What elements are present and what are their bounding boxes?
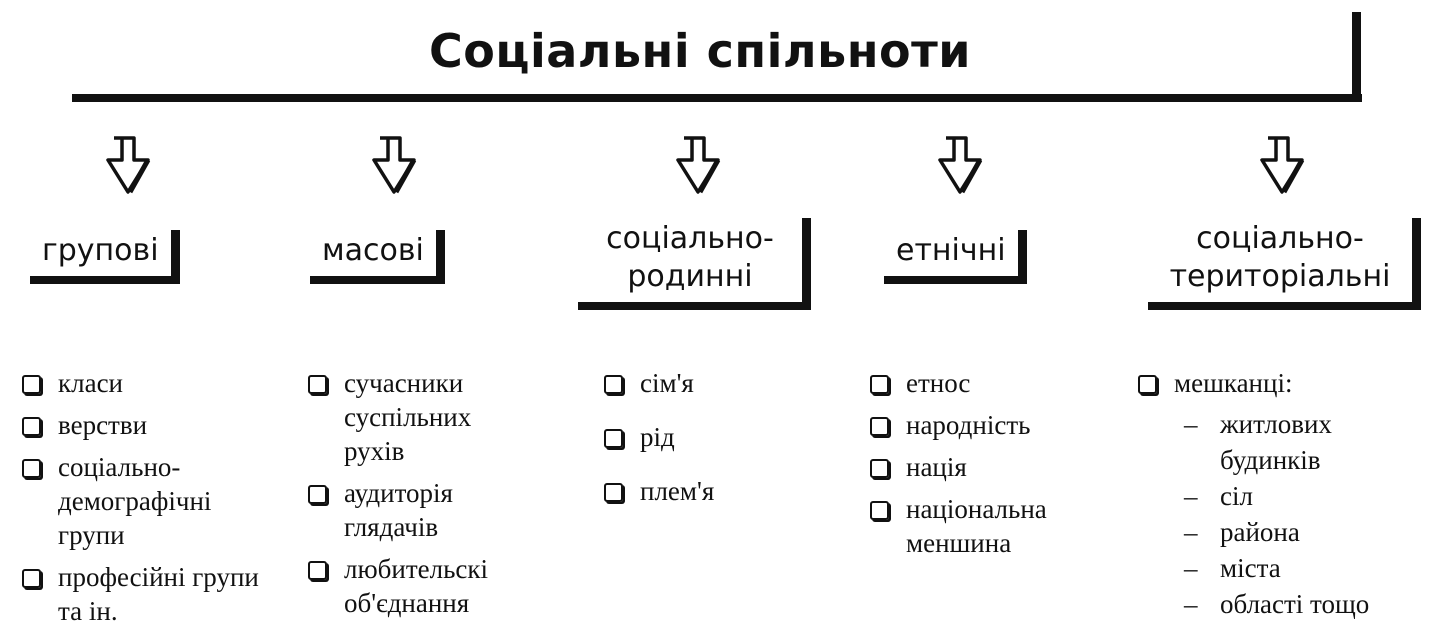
category-social-family: соціально-родинні — [578, 218, 811, 310]
checkbox-icon — [1138, 375, 1157, 394]
down-arrow-icon — [106, 136, 151, 194]
sublist-item: –області тощо — [1184, 589, 1370, 619]
list-item: мешканці: — [1134, 366, 1424, 400]
category-ethnic: етнічні — [884, 230, 1027, 284]
list-item: аудиторія глядачів — [304, 476, 534, 544]
sublist-residents: –житлових будинків –сіл –района –міста –… — [1180, 406, 1440, 622]
title-underline — [72, 94, 1362, 102]
checkbox-icon — [870, 501, 889, 520]
list-item: професійні групи та ін. — [18, 560, 268, 628]
checkbox-icon — [870, 459, 889, 478]
list-item: етнос — [866, 366, 1116, 400]
checkbox-icon — [604, 429, 623, 448]
category-social-territorial: соціально-територіальні — [1148, 218, 1421, 310]
list-mass: сучасники суспільних рухів аудиторія гля… — [304, 366, 554, 628]
checkbox-icon — [22, 459, 41, 478]
checkbox-icon — [308, 485, 327, 504]
category-mass: масові — [310, 230, 445, 284]
title-right-bar — [1352, 12, 1361, 100]
down-arrow-icon — [1260, 136, 1305, 194]
checkbox-icon — [22, 417, 41, 436]
list-ethnic: етнос народність нація національна менши… — [866, 366, 1116, 568]
checkbox-icon — [308, 561, 327, 580]
list-item: народність — [866, 408, 1116, 442]
checkbox-icon — [22, 375, 41, 394]
list-item: соціально-демографічні групи — [18, 450, 268, 552]
checkbox-icon — [604, 483, 623, 502]
sublist-item: –житлових будинків — [1184, 409, 1332, 475]
list-social-family: сім'я рід плем'я — [600, 366, 820, 516]
down-arrow-icon — [938, 136, 983, 194]
list-item: сім'я — [600, 366, 820, 400]
checkbox-icon — [870, 417, 889, 436]
checkbox-icon — [308, 375, 327, 394]
list-item: класи — [18, 366, 288, 400]
list-group: класи верстви соціально-демографічні гру… — [18, 366, 288, 636]
down-arrow-icon — [676, 136, 721, 194]
category-label: соціально-територіальні — [1169, 221, 1391, 294]
list-item: сучасники суспільних рухів — [304, 366, 534, 468]
list-social-territorial: мешканці: — [1134, 366, 1424, 408]
category-label: соціально-родинні — [606, 221, 774, 294]
list-item: любительскі об'єднання — [304, 552, 544, 620]
list-item: нація — [866, 450, 1116, 484]
list-item: верстви — [18, 408, 288, 442]
sublist-item: –міста — [1184, 553, 1281, 583]
checkbox-icon — [604, 375, 623, 394]
list-item: рід — [600, 420, 820, 454]
down-arrow-icon — [372, 136, 417, 194]
category-group: групові — [30, 230, 180, 284]
list-item: плем'я — [600, 474, 820, 508]
checkbox-icon — [22, 569, 41, 588]
sublist-item: –сіл — [1184, 481, 1253, 511]
checkbox-icon — [870, 375, 889, 394]
diagram-title: Соціальні спільноти — [429, 24, 971, 78]
sublist-item: –района — [1184, 517, 1300, 547]
list-item: національна меншина — [866, 492, 1126, 560]
